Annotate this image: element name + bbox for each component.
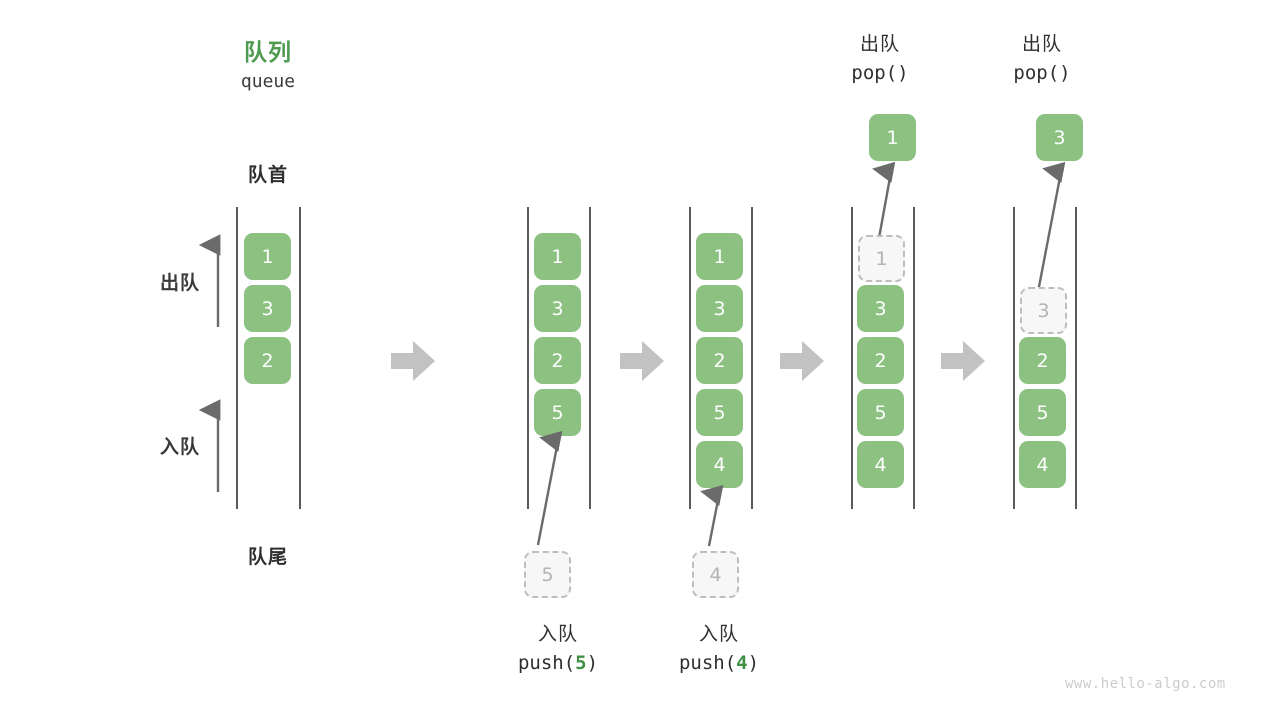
queue-element: 5: [1019, 389, 1066, 436]
rail-right: [913, 207, 915, 509]
dequeue-direction-label: 出队: [159, 272, 200, 294]
queue-element: 4: [857, 441, 904, 488]
queue-element: 3: [857, 285, 904, 332]
push-4-fn: push(: [678, 652, 737, 674]
queue-element: 3: [244, 285, 291, 332]
popped-element: 3: [1036, 114, 1083, 161]
queue-element: 2: [857, 337, 904, 384]
page-title-en: queue: [240, 71, 296, 92]
pop-3-caption-cn: 出队: [1021, 33, 1062, 55]
push-4-caption-cn: 入队: [698, 623, 739, 645]
push-5-caption: 入队 push(5): [468, 620, 648, 678]
queue-element: 2: [1019, 337, 1066, 384]
watermark: www.hello-algo.com: [1065, 676, 1226, 692]
push-5-fn-end: ): [586, 652, 599, 674]
rail-left: [851, 207, 853, 509]
push-4-fn-end: ): [747, 652, 760, 674]
queue-element-new: 4: [696, 441, 743, 488]
pop-1-caption-code: pop(): [851, 62, 909, 84]
dequeue-direction-arrow-icon: [198, 234, 221, 327]
pop-3-caption: 出队 pop(): [962, 30, 1122, 88]
rail-right: [751, 207, 753, 509]
pop-3-caption-code: pop(): [1013, 62, 1071, 84]
rail-right: [299, 207, 301, 509]
step-arrow-icon: [941, 341, 985, 381]
push-5-caption-code: push(5): [468, 648, 648, 678]
page-title-cn: 队列: [244, 40, 292, 66]
queue-element: 1: [534, 233, 581, 280]
pop-1-caption-cn: 出队: [859, 33, 900, 55]
push-motion-arrow-icon: [700, 484, 724, 547]
popped-element: 1: [869, 114, 916, 161]
rail-left: [1013, 207, 1015, 509]
queue-element: 2: [244, 337, 291, 384]
push-5-fn: push(: [517, 652, 576, 674]
push-4-caption-code: push(4): [629, 648, 809, 678]
incoming-element-ghost: 5: [524, 551, 571, 598]
pop-motion-arrow-icon: [1036, 161, 1066, 293]
push-4-arg: 4: [736, 652, 748, 674]
queue-element: 1: [244, 233, 291, 280]
rail-right: [589, 207, 591, 509]
push-4-caption: 入队 push(4): [629, 620, 809, 678]
push-motion-arrow-icon: [536, 430, 563, 546]
enqueue-direction-label: 入队: [159, 436, 200, 458]
queue-element: 3: [534, 285, 581, 332]
queue-element: 1: [696, 233, 743, 280]
rail-right: [1075, 207, 1077, 509]
rail-left: [689, 207, 691, 509]
push-5-caption-cn: 入队: [537, 623, 578, 645]
queue-element: 4: [1019, 441, 1066, 488]
removed-element-ghost: 1: [858, 235, 905, 282]
push-5-arg: 5: [575, 652, 587, 674]
step-arrow-icon: [391, 341, 435, 381]
queue-head-label: 队首: [247, 164, 288, 186]
enqueue-direction-arrow-icon: [198, 399, 221, 492]
rail-left: [236, 207, 238, 509]
queue-element: 2: [696, 337, 743, 384]
removed-element-ghost: 3: [1020, 287, 1067, 334]
pop-1-caption: 出队 pop(): [800, 30, 960, 88]
queue-element: 2: [534, 337, 581, 384]
queue-element: 5: [696, 389, 743, 436]
step-arrow-icon: [620, 341, 664, 381]
queue-element: 3: [696, 285, 743, 332]
queue-tail-label: 队尾: [247, 546, 288, 568]
pop-motion-arrow-icon: [872, 161, 896, 239]
step-arrow-icon: [780, 341, 824, 381]
queue-element: 5: [857, 389, 904, 436]
rail-left: [527, 207, 529, 509]
queue-element-new: 5: [534, 389, 581, 436]
incoming-element-ghost: 4: [692, 551, 739, 598]
